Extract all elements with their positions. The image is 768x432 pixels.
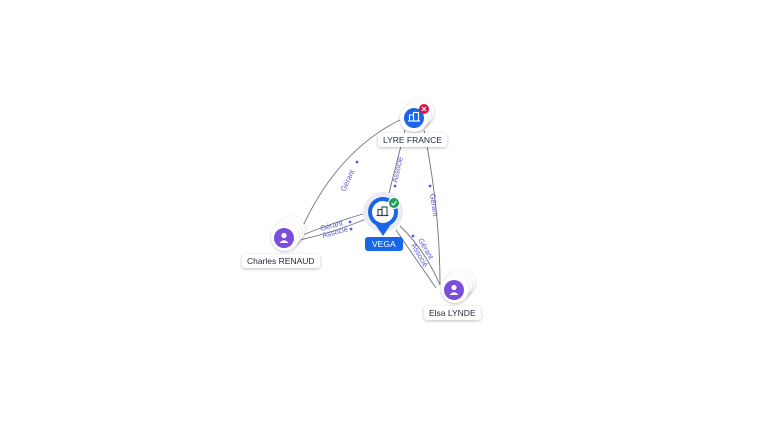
building-icon <box>376 206 389 217</box>
edge-label-lyre-elsa: Gérant <box>428 193 440 218</box>
person-icon <box>449 284 459 295</box>
node-label-vega: VEGA <box>365 237 403 251</box>
arrow-marker <box>355 160 359 164</box>
edge-label-charles-lyre: Gérant <box>339 167 357 192</box>
node-label-charles-renaud: Charles RENAUD <box>242 254 320 268</box>
person-icon <box>279 232 289 243</box>
edge-vega-elsa-2[interactable] <box>395 229 437 289</box>
edge-charles-vega-1[interactable] <box>299 212 367 237</box>
status-active-icon <box>388 197 400 209</box>
node-elsa-lynde[interactable] <box>441 268 475 303</box>
node-label-lyre-france: LYRE FRANCE <box>378 133 447 147</box>
arrow-marker <box>428 184 432 188</box>
edge-arrows <box>348 160 432 238</box>
arrow-marker <box>393 184 397 188</box>
node-label-elsa-lynde: Elsa LYNDE <box>424 306 481 320</box>
edge-vega-elsa-1[interactable] <box>399 225 441 286</box>
node-lyre-france[interactable] <box>400 98 434 132</box>
edge-charles-lyre[interactable] <box>297 117 405 238</box>
node-vega[interactable] <box>363 192 403 236</box>
edge-lyre-elsa[interactable] <box>423 129 441 286</box>
edge-charles-vega-2[interactable] <box>299 218 367 241</box>
arrow-marker <box>349 227 353 231</box>
building-icon <box>408 111 420 122</box>
arrow-marker <box>348 220 352 224</box>
node-charles-renaud[interactable] <box>271 216 305 251</box>
edge-label-lyre-vega: Associé <box>390 156 405 184</box>
arrow-marker <box>411 234 415 238</box>
